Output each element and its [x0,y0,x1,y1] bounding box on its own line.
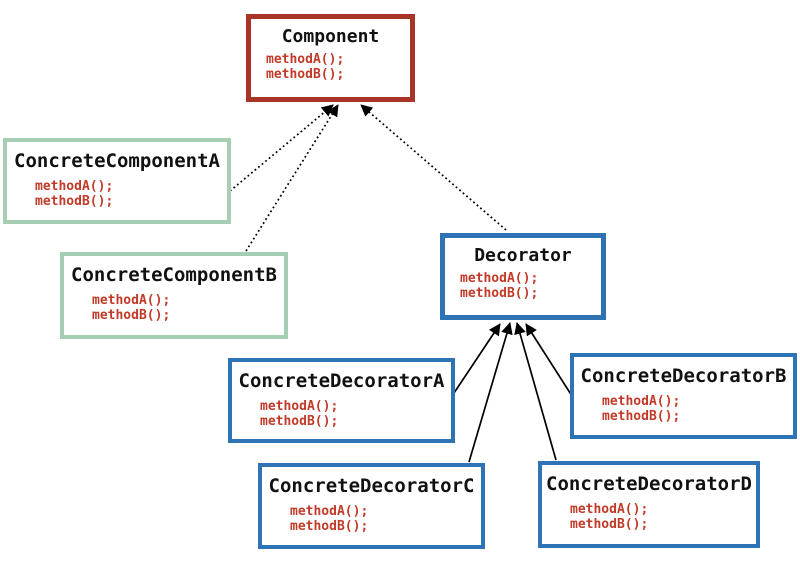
arrow-concrete-component-a-to-component [229,104,334,192]
class-name: ConcreteDecoratorD [546,473,752,495]
method: methodA(); [92,293,171,308]
arrow-concrete-decorator-a-to-decorator [451,323,501,397]
method: methodA(); [35,179,114,194]
class-name: Component [281,26,380,47]
method: methodB(); [266,67,345,82]
method: methodA(); [260,399,339,414]
methods-list: methodA(); methodB(); [574,394,793,424]
class-box-concrete-decorator-d: ConcreteDecoratorD methodA(); methodB(); [538,461,760,548]
class-name: ConcreteComponentA [14,150,220,172]
class-box-concrete-component-a: ConcreteComponentA methodA(); methodB(); [3,138,231,224]
class-box-concrete-component-b: ConcreteComponentB methodA(); methodB(); [60,252,288,339]
methods-list: methodA(); methodB(); [7,179,227,209]
class-box-concrete-decorator-b: ConcreteDecoratorB methodA(); methodB(); [570,353,797,439]
method: methodB(); [260,414,339,429]
class-name: ConcreteDecoratorC [268,475,475,497]
methods-list: methodA(); methodB(); [251,52,410,82]
method: methodB(); [602,409,681,424]
class-name: Decorator [474,245,572,266]
arrow-concrete-decorator-c-to-decorator [468,322,513,463]
arrow-concrete-decorator-d-to-decorator [514,322,557,461]
method: methodA(); [266,52,345,67]
arrow-decorator-to-component [360,104,507,231]
class-name: ConcreteDecoratorA [238,370,445,392]
method: methodA(); [570,502,649,517]
method: methodA(); [290,504,369,519]
methods-list: methodA(); methodB(); [64,293,284,323]
method: methodA(); [602,394,681,409]
class-box-concrete-decorator-a: ConcreteDecoratorA methodA(); methodB(); [228,358,455,443]
class-box-component: Component methodA(); methodB(); [246,14,415,102]
method: methodB(); [35,194,114,209]
arrow-concrete-component-b-to-component [245,104,339,252]
class-name: ConcreteDecoratorB [580,365,787,387]
arrow-concrete-decorator-b-to-decorator [525,323,573,397]
class-box-concrete-decorator-c: ConcreteDecoratorC methodA(); methodB(); [258,463,485,549]
methods-list: methodA(); methodB(); [542,502,756,532]
method: methodB(); [290,519,369,534]
methods-list: methodA(); methodB(); [262,504,481,534]
method: methodB(); [570,517,649,532]
methods-list: methodA(); methodB(); [232,399,451,429]
method: methodB(); [92,308,171,323]
methods-list: methodA(); methodB(); [445,271,601,301]
class-name: ConcreteComponentB [71,264,277,286]
method: methodB(); [460,286,539,301]
class-box-decorator: Decorator methodA(); methodB(); [440,233,606,320]
method: methodA(); [460,271,539,286]
